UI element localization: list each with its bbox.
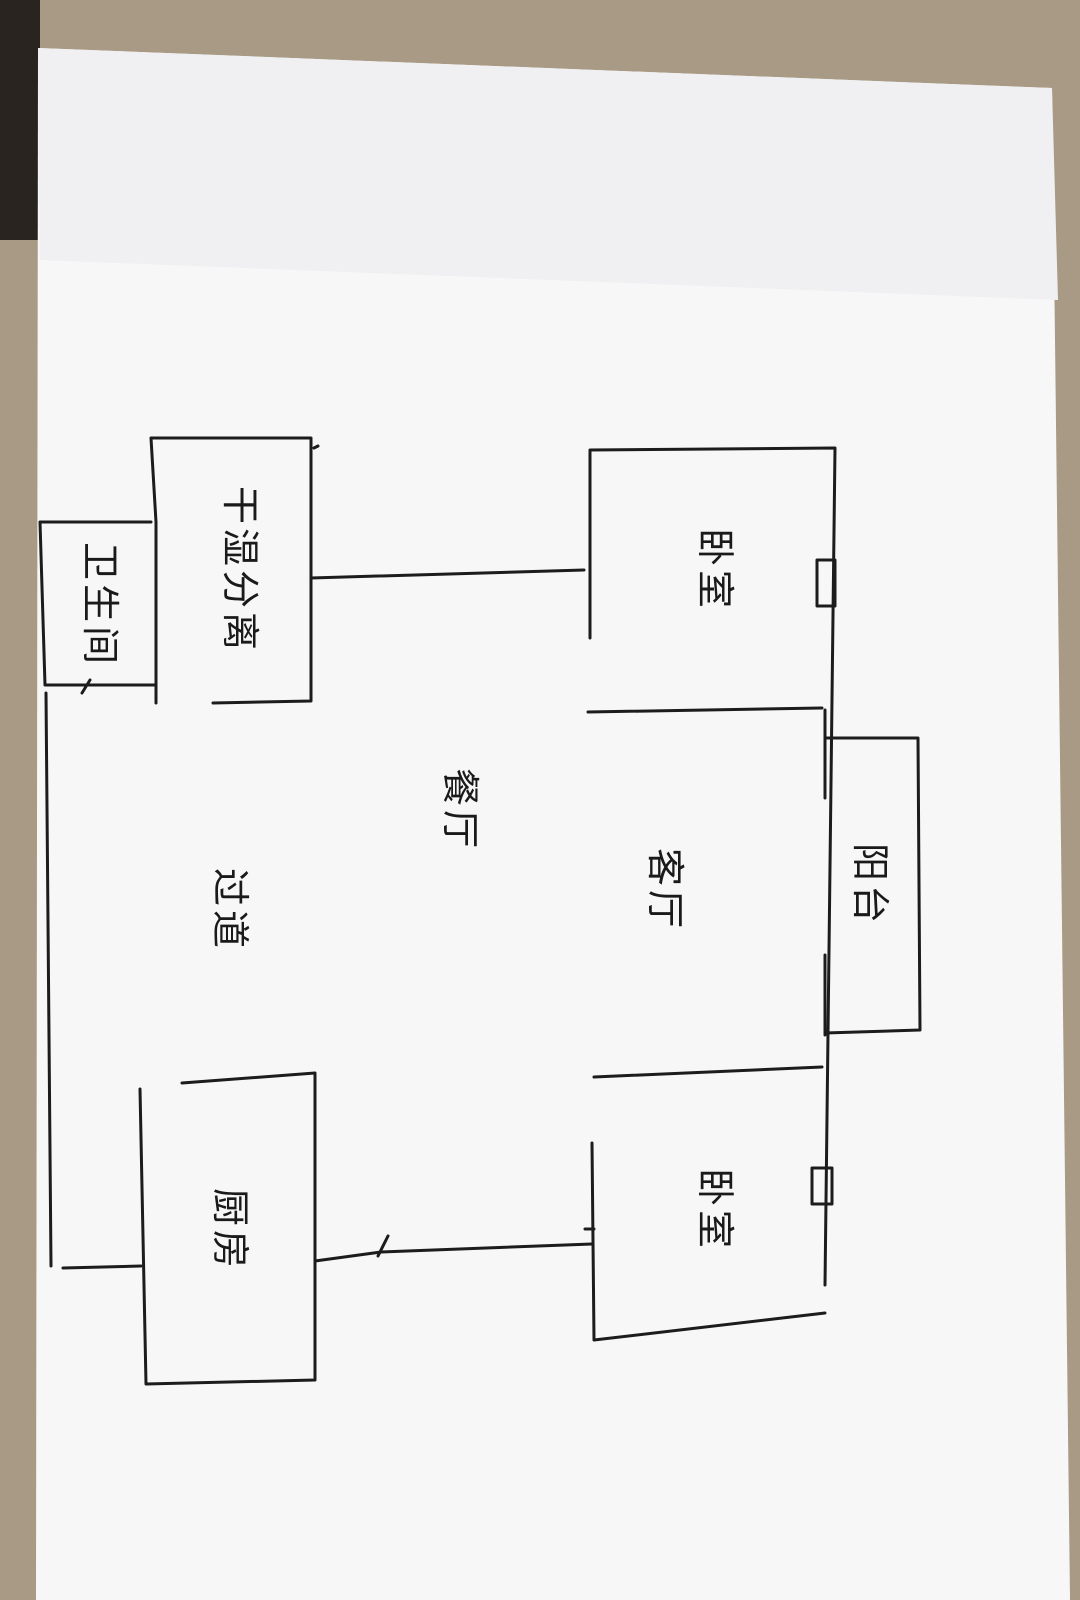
paper-shade: [38, 48, 1058, 300]
balcony-walls: [823, 708, 922, 1037]
window-marker-bottom: [810, 1166, 834, 1206]
paper-sheet: [36, 48, 1070, 1600]
corridor-outer-wall: [44, 691, 53, 1268]
kitchen-walls: [61, 1071, 594, 1386]
bathroom-walls: [38, 520, 158, 705]
utility-walls: [149, 436, 586, 705]
window-marker-top: [815, 558, 837, 608]
bedroom-top-walls: [586, 446, 837, 1287]
desk-shadow: [0, 0, 40, 240]
bedroom-bottom-walls: [583, 1065, 834, 1342]
